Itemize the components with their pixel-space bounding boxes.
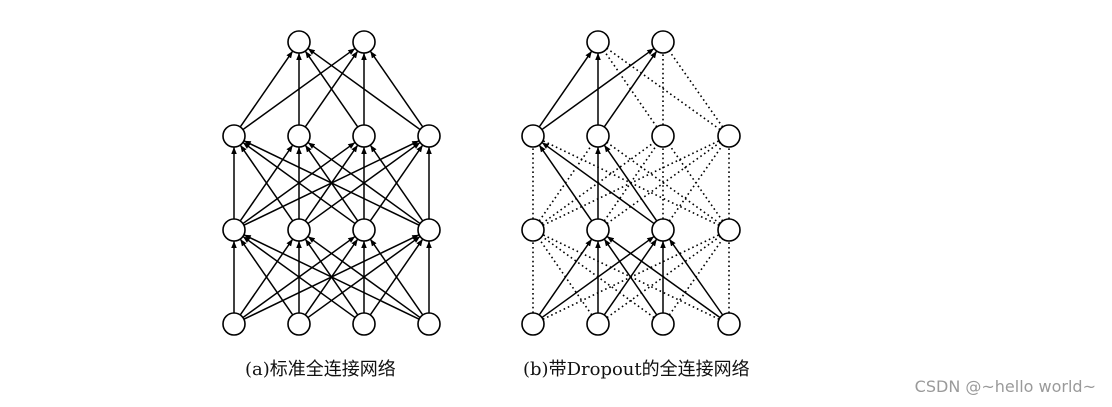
dropped-connection [668, 144, 724, 222]
input-neuron-2 [352, 312, 376, 336]
hidden1-neuron-1 [586, 218, 610, 242]
connection [243, 234, 420, 320]
input-neuron-1 [287, 312, 311, 336]
output-neuron-1 [352, 30, 376, 54]
connection [242, 141, 356, 225]
input-neuron-0 [521, 312, 545, 336]
connection [369, 50, 424, 128]
dropped-connection [541, 235, 655, 319]
connection [239, 144, 294, 222]
input-neuron-3 [417, 312, 441, 336]
connection [242, 235, 356, 319]
csdn-watermark: CSDN @~hello world~ [914, 377, 1096, 396]
dropped-connection [606, 47, 721, 131]
hidden2-neuron-0 [521, 124, 545, 148]
connection [239, 50, 294, 128]
dropped-connection [603, 50, 658, 128]
connection [239, 238, 294, 316]
hidden2-neuron-2 [352, 124, 376, 148]
hidden1-neuron-0 [222, 218, 246, 242]
output-neuron-0 [586, 30, 610, 54]
hidden1-neuron-1 [287, 218, 311, 242]
caption-standard-network: (a)标准全连接网络 [245, 359, 396, 380]
connection [243, 140, 420, 226]
connection [538, 50, 593, 128]
input-neuron-3 [717, 312, 741, 336]
hidden2-neuron-0 [222, 124, 246, 148]
connection [541, 141, 655, 225]
hidden2-neuron-3 [717, 124, 741, 148]
hidden1-neuron-3 [717, 218, 741, 242]
dropped-connection [542, 140, 720, 226]
input-neuron-2 [651, 312, 675, 336]
hidden2-neuron-1 [287, 124, 311, 148]
dropped-connection [606, 141, 721, 225]
output-neuron-1 [651, 30, 675, 54]
hidden1-neuron-2 [352, 218, 376, 242]
caption-dropout-network: (b)带Dropout的全连接网络 [523, 359, 750, 380]
dropped-connection [542, 234, 720, 320]
output-neuron-0 [287, 30, 311, 54]
hidden2-neuron-2 [651, 124, 675, 148]
connection [538, 144, 593, 222]
input-neuron-1 [586, 312, 610, 336]
connection [369, 144, 424, 222]
input-neuron-0 [222, 312, 246, 336]
standard-network-diagram [222, 30, 441, 336]
connection [606, 235, 721, 319]
hidden2-neuron-3 [417, 124, 441, 148]
hidden2-neuron-1 [586, 124, 610, 148]
connection [668, 238, 724, 316]
dropped-connection [668, 50, 724, 128]
dropout-network-diagram [521, 30, 741, 336]
connection [369, 238, 424, 316]
connection [307, 141, 421, 225]
connection [307, 47, 421, 131]
dropped-connection [538, 238, 593, 316]
hidden1-neuron-3 [417, 218, 441, 242]
hidden1-neuron-0 [521, 218, 545, 242]
hidden1-neuron-2 [651, 218, 675, 242]
connection [307, 235, 421, 319]
connection [304, 50, 359, 128]
